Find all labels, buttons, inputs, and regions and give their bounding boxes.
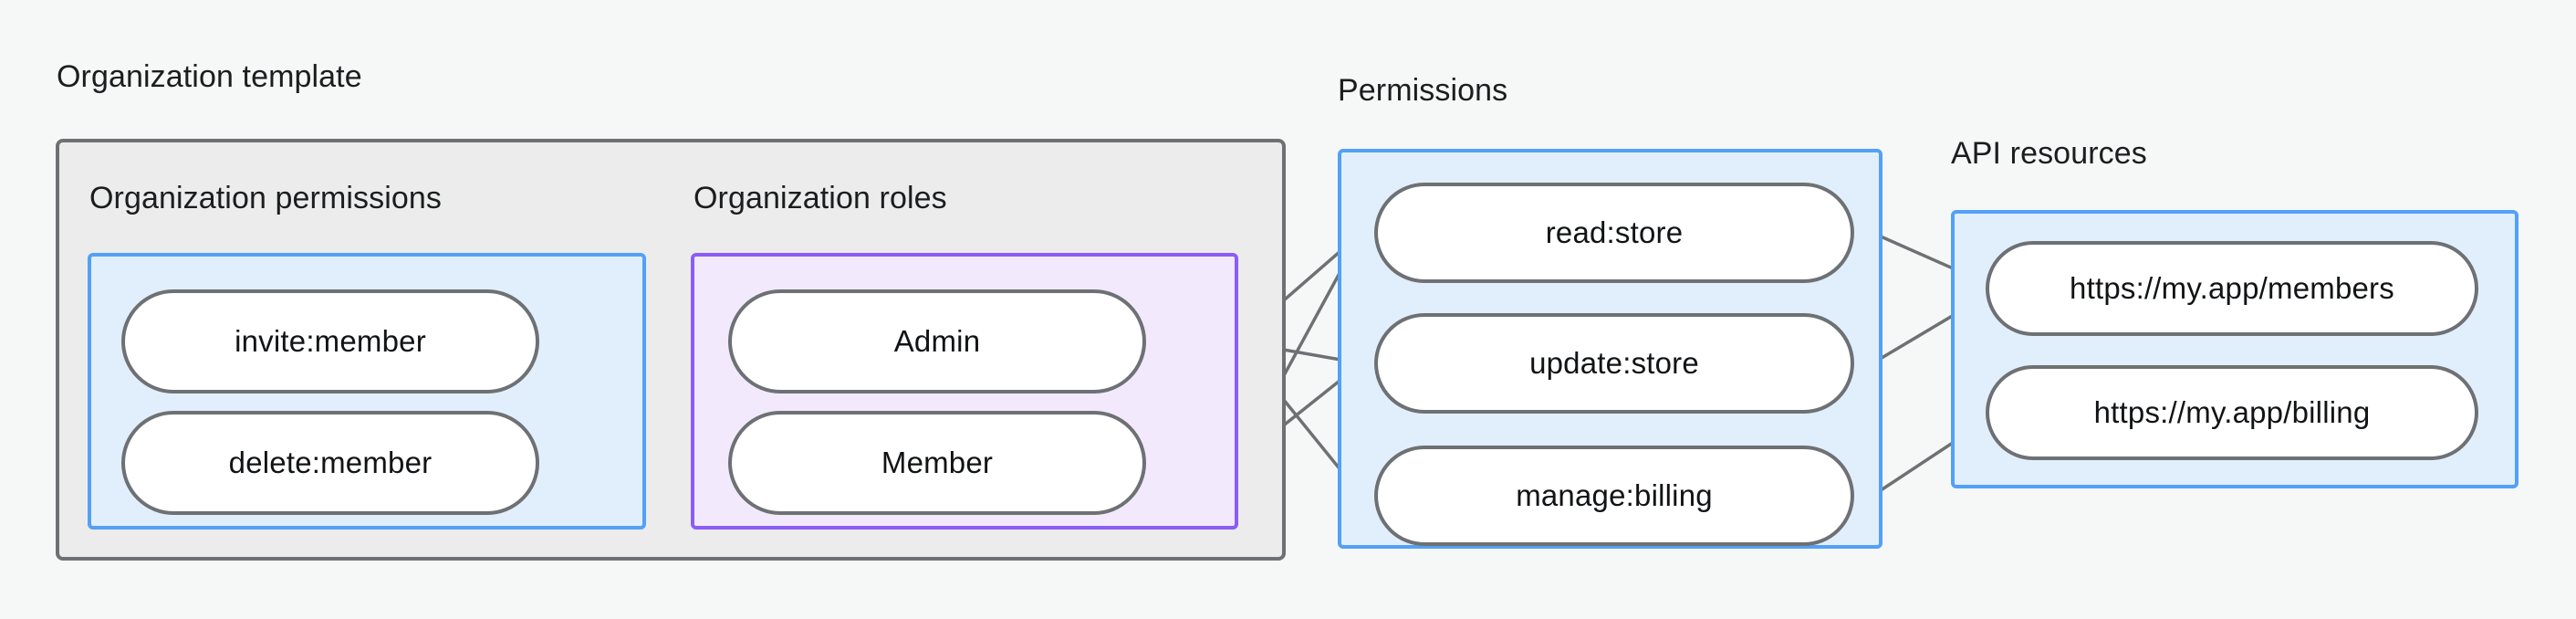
organization-template-title: Organization template — [57, 59, 362, 94]
node-read-store[interactable]: read:store — [1374, 183, 1854, 283]
node-my-app-billing[interactable]: https://my.app/billing — [1986, 365, 2478, 460]
node-delete-member[interactable]: delete:member — [121, 411, 539, 515]
organization-roles-title: Organization roles — [694, 181, 947, 215]
node-my-app-members[interactable]: https://my.app/members — [1986, 241, 2478, 336]
node-manage-billing[interactable]: manage:billing — [1374, 446, 1854, 546]
node-update-store[interactable]: update:store — [1374, 313, 1854, 414]
permissions-title: Permissions — [1338, 73, 1508, 108]
node-admin[interactable]: Admin — [728, 289, 1146, 393]
node-member[interactable]: Member — [728, 411, 1146, 515]
node-invite-member[interactable]: invite:member — [121, 289, 539, 393]
organization-permissions-title: Organization permissions — [89, 181, 443, 215]
api-resources-title: API resources — [1951, 136, 2147, 171]
